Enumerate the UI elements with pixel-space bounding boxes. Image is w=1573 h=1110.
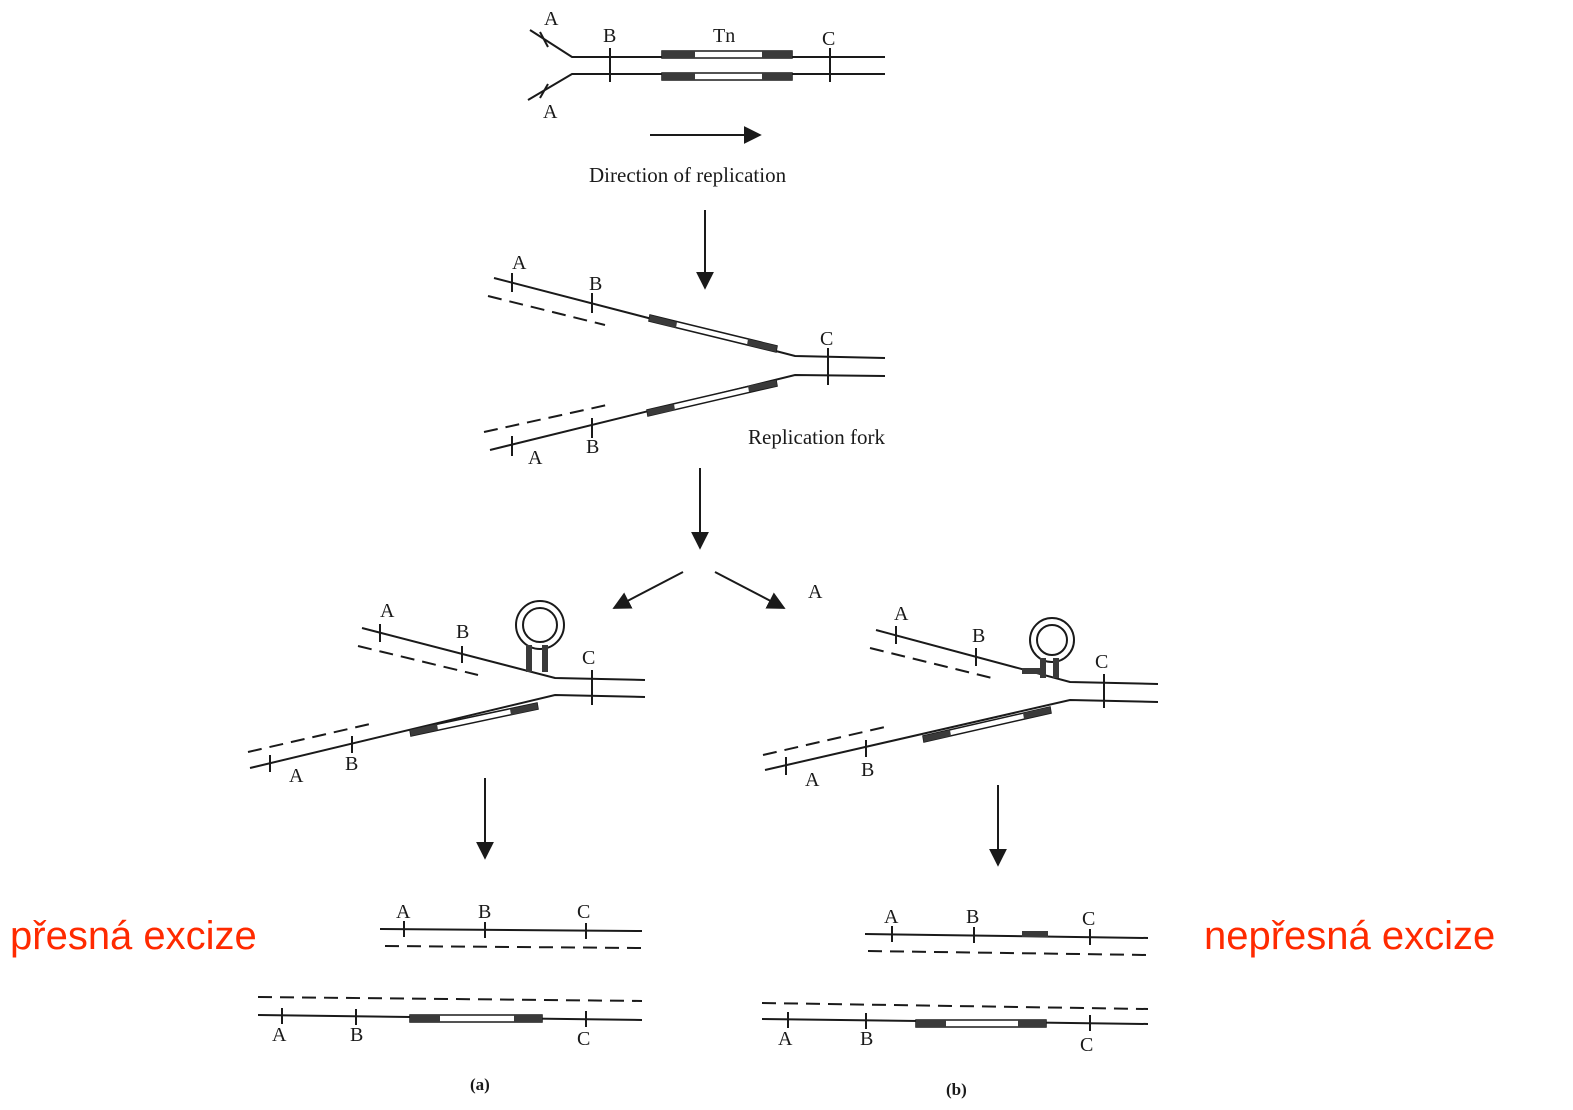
site-a-label: A xyxy=(512,252,527,274)
site-c-label: C xyxy=(1095,651,1108,673)
site-a-label: A xyxy=(544,8,559,30)
top-duplex xyxy=(527,29,885,101)
site-b-label: B xyxy=(345,753,358,775)
result-duplex-a xyxy=(257,921,643,1027)
site-b-label: B xyxy=(972,625,985,647)
site-b-label: B xyxy=(478,901,491,923)
site-c-label: C xyxy=(822,28,835,50)
split-arrow-right xyxy=(714,571,786,609)
tn-label: Tn xyxy=(713,25,735,47)
site-a-label: A xyxy=(778,1028,793,1050)
site-a-label: A xyxy=(805,769,820,791)
site-a-label: A xyxy=(884,906,899,928)
site-a-label: A xyxy=(289,765,304,787)
site-b-label: B xyxy=(586,436,599,458)
site-b-label: B xyxy=(966,906,979,928)
site-c-label: C xyxy=(820,328,833,350)
panel-label-a: (a) xyxy=(470,1075,490,1094)
site-a-label: A xyxy=(396,901,411,923)
site-b-label: B xyxy=(456,621,469,643)
direction-caption: Direction of replication xyxy=(589,163,787,187)
site-c-label: C xyxy=(1080,1034,1093,1056)
split-arrow-left xyxy=(612,571,684,609)
site-c-label: C xyxy=(1082,908,1095,930)
result-duplex-b xyxy=(761,926,1149,1031)
precise-excision-label: přesná excize xyxy=(10,914,257,958)
site-a-label: A xyxy=(528,447,543,469)
site-b-label: B xyxy=(589,273,602,295)
site-c-label: C xyxy=(582,647,595,669)
site-a-label: A xyxy=(543,101,558,123)
loop-duplex-b xyxy=(762,617,1159,775)
site-a-label: A xyxy=(380,600,395,622)
site-a-label: A xyxy=(894,603,909,625)
loop-duplex-a xyxy=(247,600,646,772)
site-b-label: B xyxy=(350,1024,363,1046)
fork-caption: Replication fork xyxy=(748,425,886,449)
site-c-label: C xyxy=(577,1028,590,1050)
site-b-label: B xyxy=(860,1028,873,1050)
site-c-label: C xyxy=(577,901,590,923)
fork-duplex xyxy=(483,273,886,456)
site-a-label: A xyxy=(272,1024,287,1046)
site-b-label: B xyxy=(603,25,616,47)
panel-label-b: (b) xyxy=(946,1080,967,1099)
stray-site-label: A xyxy=(808,581,823,603)
site-b-label: B xyxy=(861,759,874,781)
imprecise-excision-label: nepřesná excize xyxy=(1204,914,1496,958)
